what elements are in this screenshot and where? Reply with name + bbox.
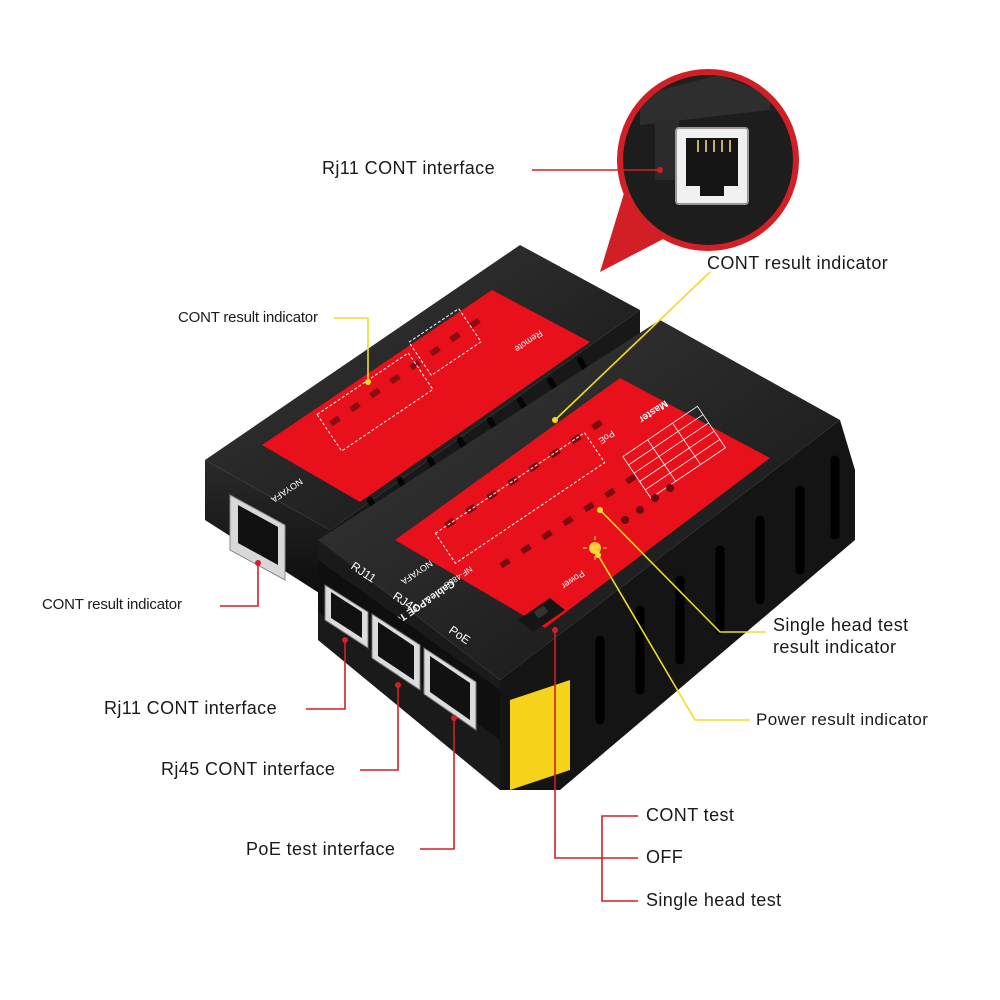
label-rj45-cont-interface: Rj45 CONT interface bbox=[161, 759, 336, 779]
label-cont-result-indicator-remote: CONT result indicator bbox=[178, 309, 318, 326]
label-power-result-indicator: Power result indicator bbox=[756, 710, 929, 729]
rj11-jack-icon bbox=[675, 127, 749, 205]
label-rj11-cont-interface-zoom: Rj11 CONT interface bbox=[322, 158, 495, 178]
master-red-panel bbox=[395, 378, 770, 628]
label-rj11-cont-interface: Rj11 CONT interface bbox=[104, 698, 277, 718]
mode-switch[interactable] bbox=[518, 598, 565, 632]
rj45-jack-icon[interactable] bbox=[371, 613, 421, 691]
label-cont-result-indicator-master: CONT result indicator bbox=[707, 253, 889, 273]
label-cont-result-indicator-left: CONT result indicator bbox=[42, 596, 182, 613]
label-poe-test-interface: PoE test interface bbox=[246, 839, 396, 859]
zoom-pointer bbox=[600, 190, 690, 272]
label-single-head-test-result-2: result indicator bbox=[773, 637, 897, 657]
master-unit: Cable&POE Tester NOYAFA NF-488S Master P… bbox=[318, 320, 855, 790]
remote-rj45-jack-icon bbox=[229, 494, 286, 581]
label-switch-off: OFF bbox=[646, 847, 684, 867]
rj11-jack-icon[interactable] bbox=[324, 584, 369, 649]
power-led-icon bbox=[583, 536, 607, 560]
poe-jack-icon[interactable] bbox=[423, 647, 477, 731]
label-single-head-test-result-1: Single head test bbox=[773, 615, 909, 635]
callout-lines bbox=[220, 169, 766, 902]
label-switch-single-head-test: Single head test bbox=[646, 890, 782, 910]
zoom-inset bbox=[617, 69, 799, 251]
label-switch-cont-test: CONT test bbox=[646, 805, 735, 825]
